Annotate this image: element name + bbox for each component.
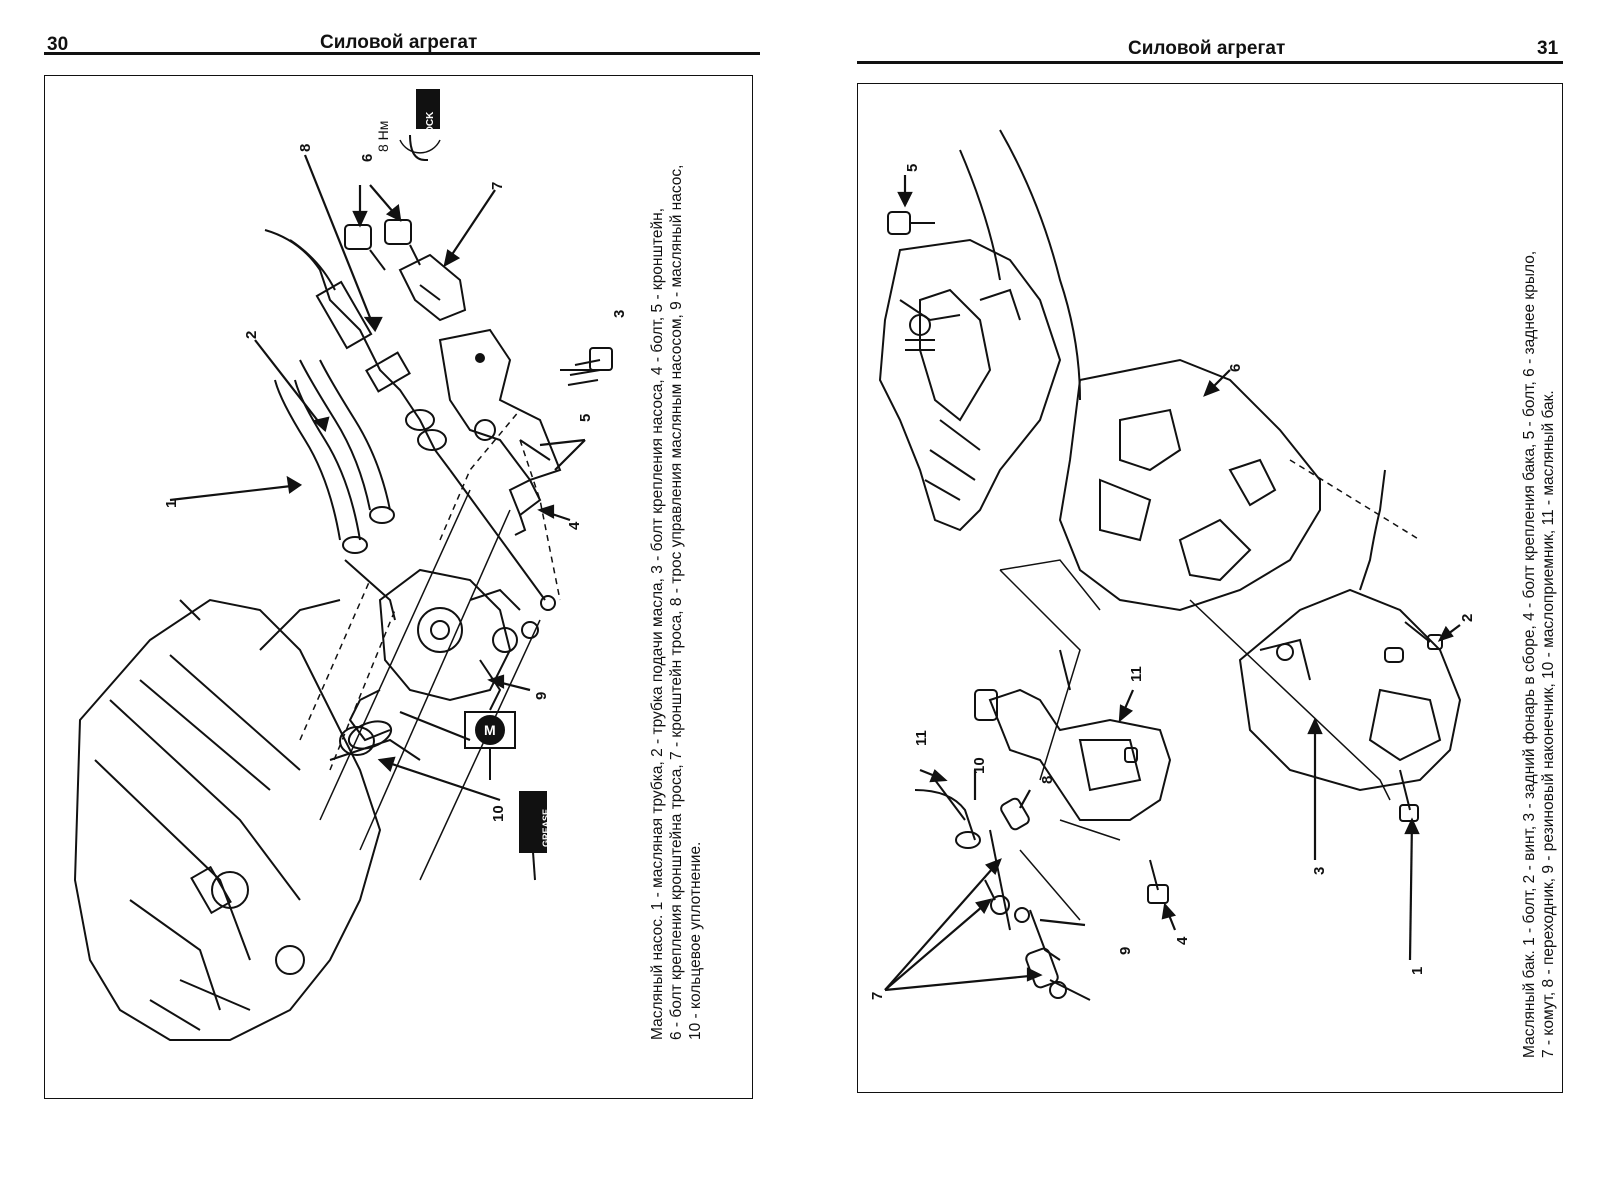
motor-symbol xyxy=(464,711,516,780)
callout-5: 5 xyxy=(577,414,594,422)
right-figure-frame xyxy=(857,83,1563,1093)
oil-tank-drawing xyxy=(974,649,1172,821)
tank-callout-6: 6 xyxy=(1227,364,1244,372)
bolt-1-drawing xyxy=(1399,769,1419,822)
callout-7: 7 xyxy=(489,182,506,190)
right-page-header: Силовой агрегат xyxy=(1128,38,1286,59)
o-ring-drawing xyxy=(339,726,375,756)
callout-3: 3 xyxy=(611,310,628,318)
cable-bracket-7-drawing xyxy=(398,253,467,322)
callout-4: 4 xyxy=(566,521,583,530)
left-header-rule xyxy=(44,52,760,55)
bracket-5-drawing xyxy=(438,328,562,482)
oil-tubes-drawing xyxy=(274,359,396,621)
tank-callout-4: 4 xyxy=(1174,936,1191,945)
tank-callout-10: 10 xyxy=(971,757,988,774)
grease-badge-text: GREASE xyxy=(541,809,551,847)
lock-badge-text: LOCK xyxy=(425,111,436,140)
tank-callout-1: 1 xyxy=(1409,967,1426,975)
tank-callout-11-tank: 11 xyxy=(1128,666,1145,682)
lock-symbol xyxy=(399,89,441,161)
right-caption-line-1: Масляный бак. 1 - болт, 2 - винт, 3 - за… xyxy=(1521,250,1538,1058)
bolt-3-drawing xyxy=(560,347,613,386)
tank-callout-9: 9 xyxy=(1117,947,1134,955)
oil-pump-body-drawing xyxy=(347,568,539,750)
callout-1: 1 xyxy=(163,500,180,508)
callout-6: 6 xyxy=(359,154,376,162)
callout-9: 9 xyxy=(533,692,550,700)
bolt-5-drawing xyxy=(887,211,935,235)
tank-callout-5: 5 xyxy=(904,164,921,172)
callout-2: 2 xyxy=(243,331,260,339)
bolt-4-tank-drawing xyxy=(1147,859,1169,904)
control-cable-drawing xyxy=(264,229,556,611)
rear-fender-drawing xyxy=(1058,358,1321,612)
tank-callout-7: 7 xyxy=(869,992,886,1000)
hose-parts-drawing xyxy=(914,779,1091,1001)
motor-badge-text: M xyxy=(484,722,496,738)
right-caption-line-2: 7 - комут, 8 - переходник, 9 - резиновый… xyxy=(1540,390,1557,1058)
tank-callout-3: 3 xyxy=(1311,867,1328,875)
bolt-4-drawing xyxy=(508,478,542,536)
tank-callout-8: 8 xyxy=(1039,776,1056,784)
callout-10: 10 xyxy=(490,805,507,822)
right-page-number: 31 xyxy=(1537,38,1559,59)
torque-note: 8 Нм xyxy=(375,121,391,152)
screw-2-drawing xyxy=(1404,621,1443,650)
engine-block-drawing xyxy=(73,598,421,1041)
left-page-header: Силовой агрегат xyxy=(320,32,478,53)
grease-symbol xyxy=(519,791,547,881)
tank-callout-11-hose: 11 xyxy=(913,730,930,746)
frame-drawing xyxy=(878,129,1081,532)
tail-light-drawing xyxy=(1238,469,1462,792)
left-page-number: 30 xyxy=(47,34,69,55)
tank-callout-2: 2 xyxy=(1459,614,1476,622)
callout-8: 8 xyxy=(297,144,314,152)
right-header-rule xyxy=(857,61,1563,64)
right-figure-caption: Масляный бак. 1 - болт, 2 - винт, 3 - за… xyxy=(1520,98,1558,1058)
